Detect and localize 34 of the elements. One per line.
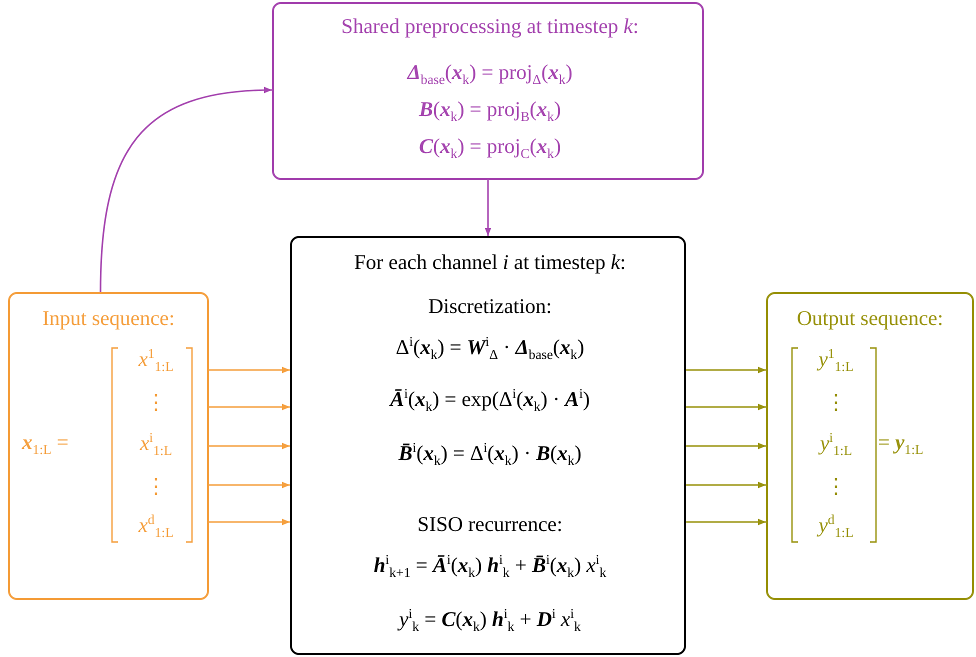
equation: Δ$_{base}$(x$_{k}$) = proj$_{Δ}$(x$_{k}$) bbox=[406, 60, 574, 89]
heading: For each channel i at timestep k: bbox=[353, 250, 627, 276]
equation: = y$_{1:L}$ bbox=[878, 430, 924, 459]
arrow bbox=[209, 404, 290, 410]
matrix-entry: ⋮ bbox=[824, 390, 848, 416]
heading: Input sequence: bbox=[41, 306, 176, 332]
arrow bbox=[686, 518, 766, 526]
equation: B̄$^{i}$(x$_{k}$) = Δ$^{i}$(x$_{k}$) · B(x$_{k}$) bbox=[397, 440, 582, 470]
heading: Shared preprocessing at timestep k: bbox=[340, 14, 640, 40]
arrow bbox=[686, 482, 766, 488]
arrow bbox=[209, 366, 290, 374]
matrix-entry: ⋮ bbox=[144, 390, 168, 416]
process-box bbox=[290, 236, 686, 655]
arrow bbox=[484, 180, 492, 236]
arrow bbox=[209, 482, 290, 488]
heading: Output sequence: bbox=[796, 306, 944, 332]
process-box bbox=[272, 2, 704, 180]
arrow bbox=[100, 87, 272, 292]
arrow bbox=[686, 404, 766, 410]
arrow bbox=[209, 518, 290, 526]
equation: Δ$^{i}$(x$_{k}$) = W$^{i}$$_{Δ}$ · Δ$_{base}$(x$_{k}$) bbox=[394, 334, 586, 364]
process-box bbox=[8, 292, 209, 600]
equation: C(x$_{k}$) = proj$_{C}$(x$_{k}$) bbox=[418, 134, 562, 163]
equation: Ā$^{i}$(x$_{k}$) = exp(Δ$^{i}$(x$_{k}$) · A$^{i}$) bbox=[388, 386, 591, 416]
process-box bbox=[766, 292, 974, 600]
arrow bbox=[686, 366, 766, 374]
section-heading: Discretization: bbox=[427, 294, 553, 320]
section-heading: SISO recurrence: bbox=[416, 512, 564, 538]
equation: B(x$_{k}$) = proj$_{B}$(x$_{k}$) bbox=[418, 97, 562, 126]
arrow bbox=[686, 442, 766, 450]
equation: x$_{1:L}$ = bbox=[22, 430, 70, 459]
matrix-entry: ⋮ bbox=[144, 474, 168, 500]
matrix-entry: ⋮ bbox=[824, 474, 848, 500]
arrow bbox=[209, 442, 290, 450]
